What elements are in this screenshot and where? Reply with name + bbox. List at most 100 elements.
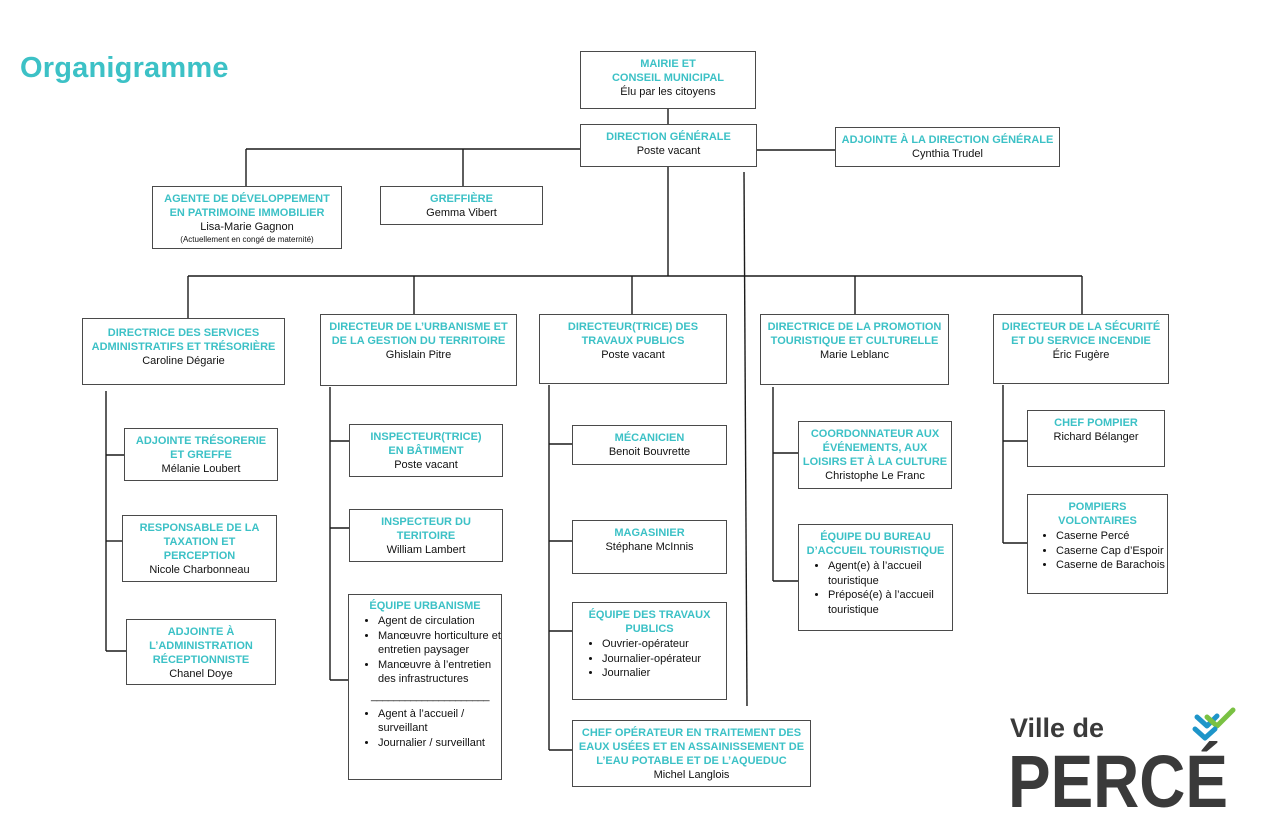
chef-operateur-title-2: EAUX USÉES ET EN ASSAINISSEMENT DE: [578, 741, 805, 753]
pompiers-volontaires-box: POMPIERS VOLONTAIRES Caserne Percé Caser…: [1027, 494, 1168, 594]
list-item: Manœuvre à l’entretien des infrastructur…: [378, 658, 501, 687]
director-promotion-title-2: TOURISTIQUE ET CULTURELLE: [770, 335, 939, 347]
inspecteur-territoire-title-1: INSPECTEUR DU: [381, 516, 471, 528]
adjointe-administration-title-3: RÉCEPTIONNISTE: [152, 654, 250, 666]
equipe-accueil-list: Agent(e) à l’accueil touristique Préposé…: [799, 559, 952, 617]
inspecteur-territoire-box: INSPECTEUR DU TERITOIRE William Lambert: [349, 509, 503, 562]
adjointe-administration-title-2: L’ADMINISTRATION: [149, 640, 253, 652]
equipe-travaux-title-2: PUBLICS: [625, 623, 674, 635]
pompiers-title-2: VOLONTAIRES: [1058, 515, 1137, 527]
director-promotion-box: DIRECTRICE DE LA PROMOTION TOURISTIQUE E…: [760, 314, 949, 385]
director-urbanisme-name: Ghislain Pitre: [385, 349, 452, 361]
list-item: Journalier: [602, 666, 726, 681]
mecanicien-title: MÉCANICIEN: [614, 432, 685, 444]
chef-pompier-title: CHEF POMPIER: [1054, 417, 1138, 429]
mecanicien-name: Benoit Bouvrette: [608, 446, 691, 458]
adjointe-dg-title: ADJOINTE À LA DIRECTION GÉNÉRALE: [841, 134, 1054, 146]
magasinier-title: MAGASINIER: [614, 527, 685, 539]
director-securite-name: Éric Fugère: [1052, 349, 1110, 361]
dg-title: DIRECTION GÉNÉRALE: [606, 131, 731, 143]
director-securite-title-2: ET DU SERVICE INCENDIE: [1011, 335, 1151, 347]
responsable-taxation-title-2: TAXATION ET: [163, 536, 236, 548]
director-admin-box: DIRECTRICE DES SERVICES ADMINISTRATIFS E…: [82, 318, 285, 385]
list-item: Journalier / surveillant: [378, 736, 501, 751]
list-item: Agent de circulation: [378, 614, 501, 629]
list-item: Préposé(e) à l’accueil touristique: [828, 588, 952, 617]
director-promotion-title-1: DIRECTRICE DE LA PROMOTION: [767, 321, 942, 333]
director-admin-title-1: DIRECTRICE DES SERVICES: [107, 327, 260, 339]
director-travaux-title-2: TRAVAUX PUBLICS: [581, 335, 685, 347]
equipe-urbanisme-box: ÉQUIPE URBANISME Agent de circulation Ma…: [348, 594, 502, 780]
page-title: Organigramme: [20, 52, 229, 84]
equipe-urbanisme-list-2: Agent à l’accueil / surveillant Journali…: [349, 707, 501, 751]
chef-pompier-name: Richard Bélanger: [1053, 431, 1139, 443]
agente-title-2: EN PATRIMOINE IMMOBILIER: [169, 207, 325, 219]
agente-title-1: AGENTE DE DÉVELOPPEMENT: [164, 193, 330, 205]
pompiers-title-1: POMPIERS: [1068, 501, 1127, 513]
responsable-taxation-title-3: PERCEPTION: [163, 550, 236, 562]
director-travaux-box: DIRECTEUR(TRICE) DES TRAVAUX PUBLICS Pos…: [539, 314, 727, 384]
director-admin-name: Caroline Dégarie: [142, 355, 225, 367]
list-item: Manœuvre horticulture et entretien paysa…: [378, 629, 501, 658]
adjointe-administration-box: ADJOINTE À L’ADMINISTRATION RÉCEPTIONNIS…: [126, 619, 276, 685]
adjointe-administration-title-1: ADJOINTE À: [167, 626, 235, 638]
adjointe-tresorerie-title-1: ADJOINTE TRÉSORERIE: [135, 435, 267, 447]
dg-name: Poste vacant: [636, 145, 701, 157]
director-urbanisme-box: DIRECTEUR DE L’URBANISME ET DE LA GESTIO…: [320, 314, 517, 386]
agente-note: (Actuellement en congé de maternité): [180, 235, 314, 244]
coordonnateur-title-2: ÉVÉNEMENTS, AUX: [822, 442, 928, 454]
adjointe-tresorerie-title-2: ET GREFFE: [170, 449, 232, 461]
equipe-travaux-title-1: ÉQUIPE DES TRAVAUX: [588, 609, 711, 621]
equipe-travaux-box: ÉQUIPE DES TRAVAUX PUBLICS Ouvrier-opéra…: [572, 602, 727, 700]
list-item: Journalier-opérateur: [602, 652, 726, 667]
magasinier-box: MAGASINIER Stéphane McInnis: [572, 520, 727, 574]
mairie-name: Élu par les citoyens: [620, 86, 716, 98]
mecanicien-box: MÉCANICIEN Benoit Bouvrette: [572, 425, 727, 465]
inspecteur-batiment-name: Poste vacant: [394, 459, 458, 471]
director-promotion-name: Marie Leblanc: [819, 349, 890, 361]
inspecteur-batiment-box: INSPECTEUR(TRICE) EN BÂTIMENT Poste vaca…: [349, 424, 503, 477]
greffiere-box: GREFFIÈRE Gemma Vibert: [380, 186, 543, 225]
list-item: Agent à l’accueil / surveillant: [378, 707, 501, 736]
responsable-taxation-name: Nicole Charbonneau: [149, 564, 250, 576]
mairie-box: MAIRIE ET CONSEIL MUNICIPAL Élu par les …: [580, 51, 756, 109]
coordonnateur-title-1: COORDONNATEUR AUX: [810, 428, 940, 440]
direction-generale-box: DIRECTION GÉNÉRALE Poste vacant: [580, 124, 757, 167]
coordonnateur-box: COORDONNATEUR AUX ÉVÉNEMENTS, AUX LOISIR…: [798, 421, 952, 489]
coordonnateur-name: Christophe Le Franc: [825, 470, 925, 482]
adjointe-administration-name: Chanel Doye: [169, 668, 233, 680]
pompiers-list: Caserne Percé Caserne Cap d’Espoir Caser…: [1028, 529, 1167, 573]
equipe-accueil-title-2: D’ACCUEIL TOURISTIQUE: [806, 545, 945, 557]
adjointe-dg-name: Cynthia Trudel: [912, 148, 983, 160]
chef-pompier-box: CHEF POMPIER Richard Bélanger: [1027, 410, 1165, 467]
inspecteur-territoire-title-2: TERITOIRE: [396, 530, 456, 542]
chef-operateur-title-3: L’EAU POTABLE ET DE L’AQUEDUC: [596, 755, 787, 767]
chef-operateur-box: CHEF OPÉRATEUR EN TRAITEMENT DES EAUX US…: [572, 720, 811, 787]
chef-operateur-name: Michel Langlois: [653, 769, 730, 781]
director-urbanisme-title-1: DIRECTEUR DE L’URBANISME ET: [329, 321, 508, 333]
magasinier-name: Stéphane McInnis: [605, 541, 694, 553]
equipe-urbanisme-separator: _____________________: [371, 689, 489, 702]
greffiere-title: GREFFIÈRE: [430, 193, 493, 205]
logo-line1: Ville de: [1010, 713, 1104, 743]
director-admin-title-2: ADMINISTRATIFS ET TRÉSORIÈRE: [91, 341, 276, 353]
director-urbanisme-title-2: DE LA GESTION DU TERRITOIRE: [331, 335, 506, 347]
adjointe-dg-box: ADJOINTE À LA DIRECTION GÉNÉRALE Cynthia…: [835, 127, 1060, 167]
equipe-urbanisme-list: Agent de circulation Manœuvre horticultu…: [349, 614, 501, 687]
list-item: Caserne Cap d’Espoir: [1056, 544, 1167, 559]
director-travaux-title-1: DIRECTEUR(TRICE) DES: [567, 321, 699, 333]
mairie-title-2: CONSEIL MUNICIPAL: [611, 72, 725, 84]
logo-mark-icon: Ville de PERCÉ: [1008, 707, 1236, 823]
mairie-title-1: MAIRIE ET: [640, 58, 696, 70]
responsable-taxation-box: RESPONSABLE DE LA TAXATION ET PERCEPTION…: [122, 515, 277, 582]
logo-line2: PERCÉ: [1008, 740, 1228, 817]
ville-de-perce-logo: Ville de PERCÉ: [1008, 707, 1248, 823]
adjointe-tresorerie-box: ADJOINTE TRÉSORERIE ET GREFFE Mélanie Lo…: [124, 428, 278, 481]
director-securite-box: DIRECTEUR DE LA SÉCURITÉ ET DU SERVICE I…: [993, 314, 1169, 384]
agente-name: Lisa-Marie Gagnon: [200, 221, 294, 233]
inspecteur-batiment-title-1: INSPECTEUR(TRICE): [370, 431, 482, 443]
list-item: Caserne Percé: [1056, 529, 1167, 544]
adjointe-tresorerie-name: Mélanie Loubert: [161, 463, 241, 475]
list-item: Ouvrier-opérateur: [602, 637, 726, 652]
